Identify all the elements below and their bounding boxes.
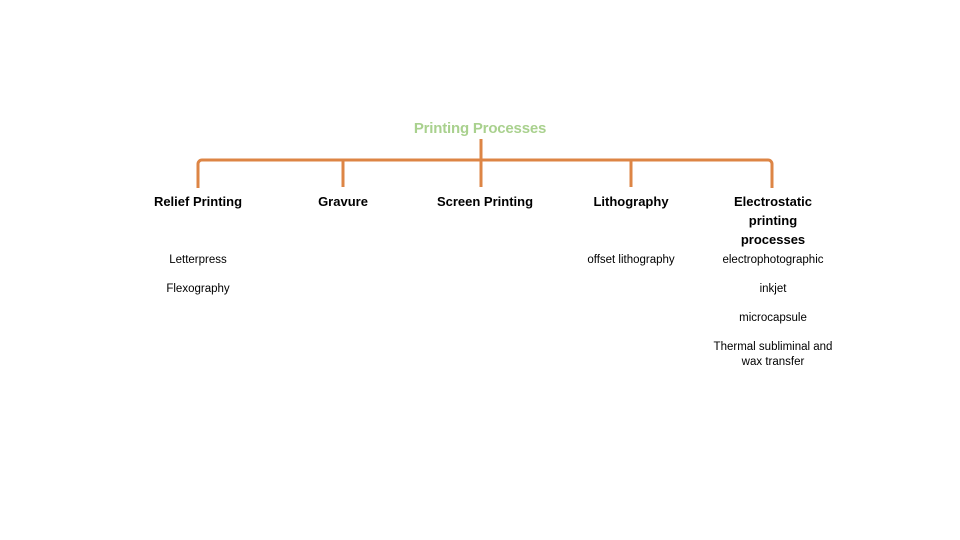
- leaf-microcapsule: microcapsule: [739, 312, 807, 324]
- leaf-offset-lithography: offset lithography: [587, 254, 675, 266]
- branch-electrostatic: Electrostatic printing processes electro…: [698, 192, 848, 384]
- connector-bracket: [196, 158, 774, 188]
- diagram-title: Printing Processes: [413, 120, 547, 137]
- branch-gravure: Gravure: [268, 192, 418, 253]
- leaf-letterpress: Letterpress: [169, 254, 227, 266]
- branch-children: electrophotographic inkjet microcapsule …: [703, 253, 843, 370]
- leaf-inkjet: inkjet: [759, 283, 787, 295]
- branch-label: Lithography: [593, 194, 669, 209]
- branch-label: Electrostatic printing processes: [733, 194, 813, 247]
- leaf-electrophotographic: electrophotographic: [722, 254, 824, 266]
- branch-label: Screen Printing: [436, 194, 534, 209]
- branch-label: Relief Printing: [153, 194, 243, 209]
- leaf-flexography: Flexography: [166, 283, 230, 295]
- branch-relief-printing: Relief Printing Letterpress Flexography: [123, 192, 273, 311]
- branch-lithography: Lithography offset lithography: [556, 192, 706, 282]
- branch-children: offset lithography: [561, 253, 701, 268]
- branch-screen-printing: Screen Printing: [410, 192, 560, 253]
- branch-children: Letterpress Flexography: [128, 253, 268, 297]
- branch-label: Gravure: [318, 194, 368, 209]
- leaf-thermal-wax-transfer: Thermal subliminal and wax transfer: [713, 341, 833, 368]
